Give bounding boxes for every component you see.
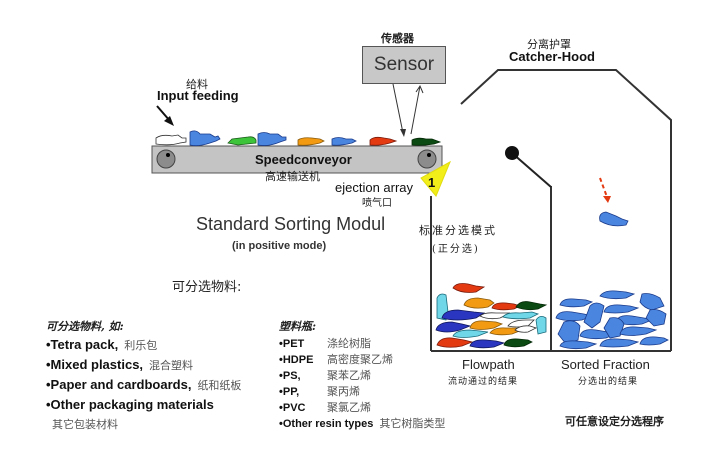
ejection-number: 1: [428, 175, 436, 190]
module-title: Standard Sorting Modul: [196, 214, 386, 234]
sorted-fraction-label: Sorted Fraction: [561, 357, 650, 372]
bottle-darkgreen: [411, 137, 442, 146]
list-item: •Tetra pack,利乐包: [46, 337, 158, 352]
conveyor-belt: [151, 145, 443, 174]
ejection-zh-label: 喷气口: [362, 198, 392, 209]
sortable-materials-footer: 其它包装材料: [52, 418, 118, 431]
sensor-box: Sensor: [362, 46, 446, 84]
conveyor-zh-label: 高速输送机: [265, 170, 320, 183]
flowpath-zh-label: 流动通过的结果: [448, 377, 519, 387]
ejected-bottle: [599, 177, 629, 227]
list-item: •PP,聚丙烯: [279, 385, 360, 398]
plastic-bottles-heading: 塑料瓶:: [279, 320, 317, 333]
sensor-beams: [392, 83, 424, 137]
conveyor-label: Speedconveyor: [255, 152, 352, 167]
module-subtitle: (in positive mode): [232, 240, 327, 252]
module-title-zh: 标准分选模式: [419, 224, 497, 237]
input-feeding-zh-label: 给料: [186, 78, 208, 91]
ejection-array-label: ejection array: [335, 180, 414, 195]
bottle-green: [227, 136, 257, 146]
conveyor-bottles: [155, 130, 442, 147]
sensor-label: Sensor: [373, 54, 435, 75]
sortable-materials-list: 可分选物料, 如: •Tetra pack,利乐包 •Mixed plastic…: [46, 318, 241, 432]
flowpath-pile: [435, 283, 548, 349]
conveyor-roller-right: [417, 149, 437, 169]
catcher-hood-label: Catcher-Hood: [509, 49, 595, 64]
list-item: •Mixed plastics,混合塑料: [46, 357, 194, 372]
list-item: •Paper and cardboards,纸和纸板: [46, 377, 242, 392]
bottle-blue: [257, 132, 287, 146]
ejection-arrow-icon: [420, 160, 452, 197]
input-feeding-label: Input feeding: [157, 88, 239, 103]
list-item: •Other packaging materials: [46, 397, 214, 412]
bottle-blue: [331, 137, 357, 146]
catcher-hood-outline: [430, 69, 672, 352]
list-item: •PS,聚苯乙烯: [279, 369, 371, 382]
bottle-orange: [297, 137, 325, 146]
catcher-hood-zh-label: 分离护罩: [527, 38, 571, 51]
bottle-white: [155, 134, 187, 146]
flowpath-label: Flowpath: [462, 357, 515, 372]
sortable-heading: 可分选物料:: [172, 280, 242, 295]
input-arrow-icon: [156, 105, 174, 126]
splitter-flap: [505, 146, 552, 188]
programmable-label: 可任意设定分选程序: [565, 415, 664, 428]
bottle-blue: [189, 130, 221, 147]
module-subtitle-zh: (正分选): [432, 244, 480, 255]
sortable-materials-heading: 可分选物料, 如:: [46, 320, 124, 333]
conveyor-roller-left: [156, 149, 176, 169]
bottle-red: [369, 136, 398, 146]
sensor-zh-label: 传感器: [381, 32, 414, 45]
sorted-fraction-pile: [555, 290, 669, 350]
sorted-fraction-zh-label: 分选出的结果: [578, 377, 639, 387]
